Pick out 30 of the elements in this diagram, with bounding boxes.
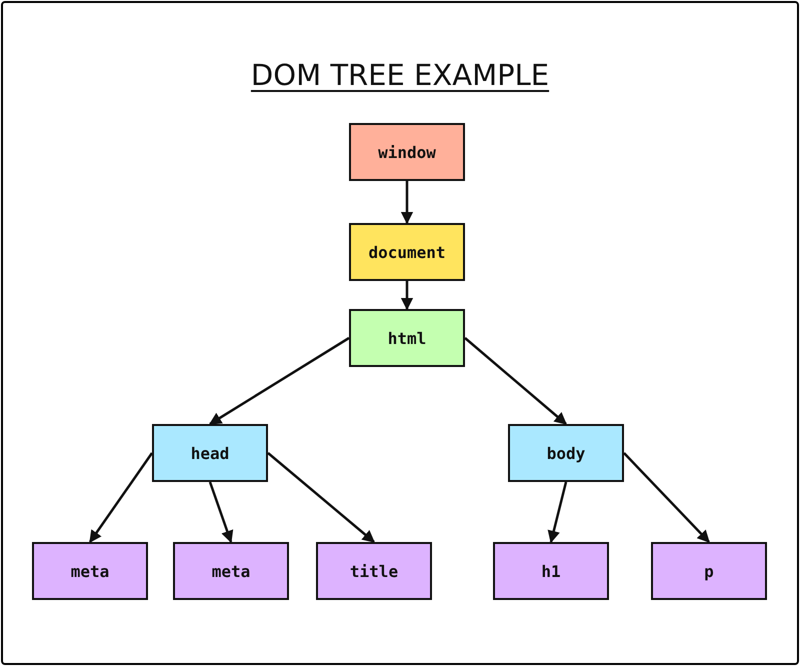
tree-node-box <box>32 542 148 600</box>
arrow <box>623 452 710 543</box>
tree-node-box <box>349 123 465 181</box>
tree-node-box <box>493 542 609 600</box>
arrow <box>548 482 568 544</box>
tree-node-box <box>349 309 465 367</box>
tree-node-box <box>349 223 465 281</box>
arrow <box>400 181 414 224</box>
node-label: meta <box>70 562 110 580</box>
node-label: window <box>378 142 436 162</box>
node-label: head <box>190 444 230 462</box>
node-label: meta <box>212 562 250 580</box>
arrow <box>208 336 350 426</box>
arrow <box>208 482 234 544</box>
arrow <box>88 452 154 544</box>
arrow <box>400 281 414 310</box>
tree-node-box <box>316 542 432 600</box>
tree-node-box <box>651 542 767 600</box>
tree-node-box <box>508 424 624 482</box>
arrow <box>464 337 567 425</box>
arrow <box>267 452 375 543</box>
node-label: document <box>368 242 446 262</box>
node-label: p <box>704 562 714 580</box>
node-label: h1 <box>541 562 561 580</box>
tree-node-box <box>173 542 289 600</box>
node-label: html <box>388 328 426 348</box>
tree-node-box <box>152 424 268 482</box>
node-label: body <box>546 444 586 462</box>
node-label: title <box>350 562 398 580</box>
diagram-title: DOM TREE EXAMPLE <box>250 58 550 92</box>
